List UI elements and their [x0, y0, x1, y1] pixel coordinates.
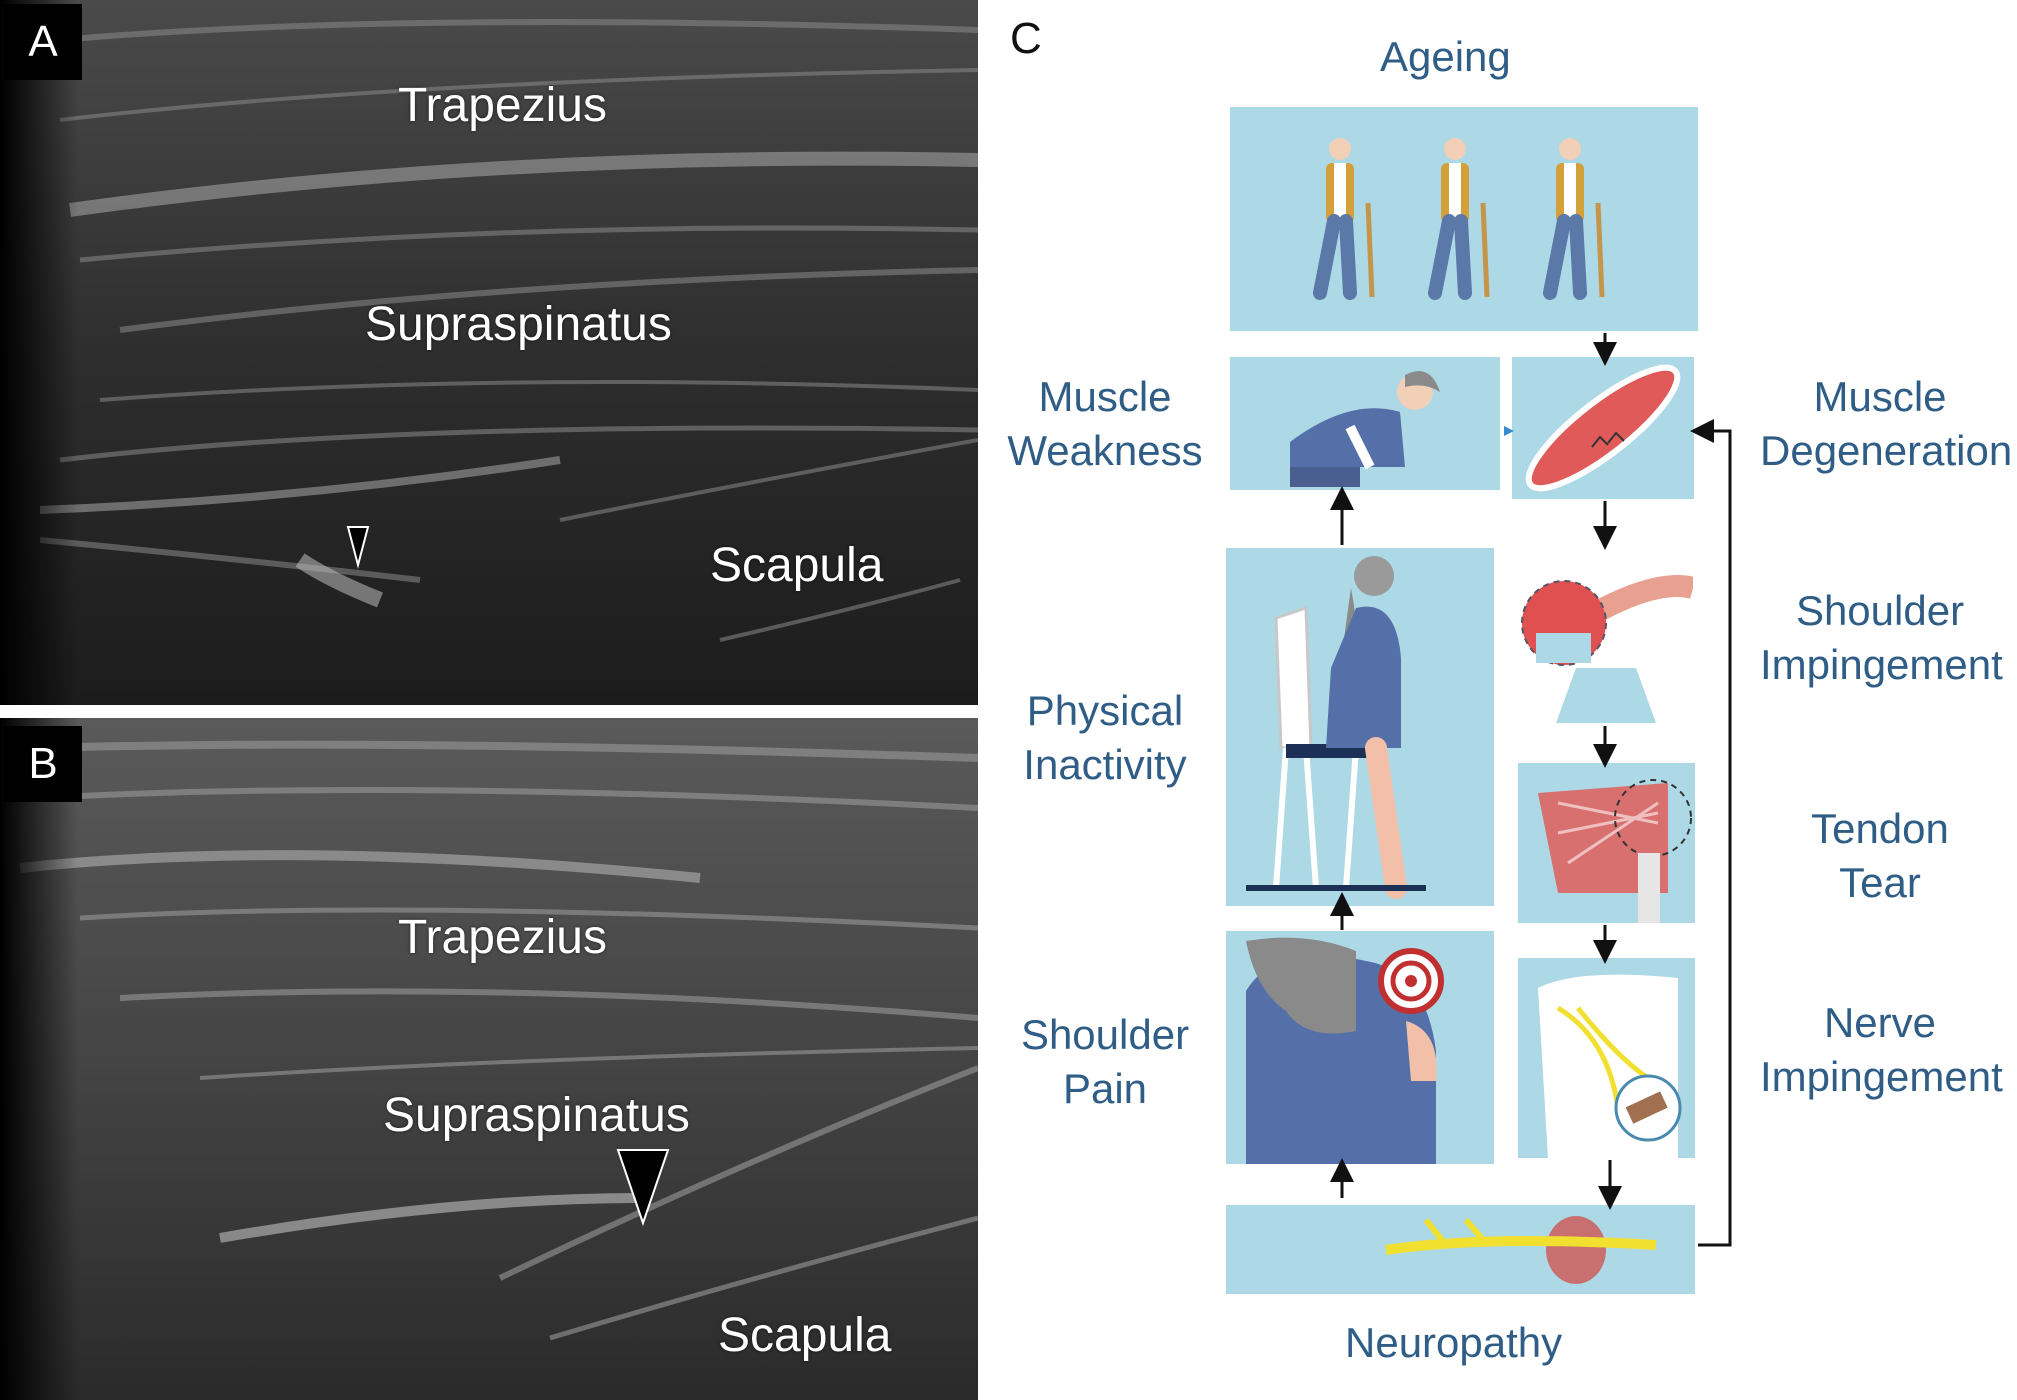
label-ageing: Ageing	[1380, 33, 1511, 80]
label-trapezius-a: Trapezius	[398, 79, 607, 132]
muscle-weakness-illustration	[1230, 357, 1500, 490]
label-nerve-impingement-line-1: Nerve	[1823, 999, 1937, 1046]
label-trapezius-b: Trapezius	[398, 911, 607, 964]
shoulder-impingement-illustration	[1516, 548, 1693, 723]
label-muscle-weakness-line-1: Muscle	[1038, 373, 1172, 420]
label-scapula-b: Scapula	[718, 1309, 892, 1362]
label-scapula-a: Scapula	[710, 539, 884, 592]
shoulder-pain-illustration	[1226, 931, 1494, 1164]
label-supraspinatus-a: Supraspinatus	[365, 298, 672, 351]
label-muscle-degeneration: Muscle Degeneration	[1760, 370, 2013, 478]
pathway-diagram: Ageing Muscle Weakness	[990, 0, 2017, 1400]
label-physical-inactivity: Physical Inactivity	[990, 684, 1220, 792]
label-shoulder-pain-line-1: Shoulder	[1020, 1011, 1190, 1058]
label-muscle-degeneration-line-1: Muscle	[1813, 373, 1947, 420]
label-muscle-degeneration-line-2: Degeneration	[1760, 427, 2013, 474]
label-supraspinatus-b: Supraspinatus	[383, 1089, 690, 1142]
label-muscle-weakness-line-2: Weakness	[1007, 427, 1203, 474]
ultrasound-panel-b: B Trapezius Supraspinatus Scapula	[0, 718, 978, 1400]
physical-inactivity-illustration	[1226, 548, 1494, 906]
muscle-degeneration-illustration	[1512, 357, 1694, 499]
label-shoulder-pain-line-2: Pain	[1062, 1065, 1148, 1112]
label-tendon-tear-line-1: Tendon	[1811, 805, 1949, 852]
arrowhead-marker-b	[616, 1149, 670, 1227]
label-tendon-tear-line-2: Tear	[1839, 859, 1921, 906]
label-shoulder-impingement-line-1: Shoulder	[1795, 587, 1965, 634]
ageing-illustration	[1230, 107, 1698, 331]
label-neuropathy: Neuropathy	[1345, 1319, 1563, 1366]
neuropathy-illustration	[1226, 1205, 1695, 1294]
label-shoulder-impingement: Shoulder Impingement	[1760, 584, 2003, 692]
label-nerve-impingement: Nerve Impingement	[1760, 996, 2003, 1104]
label-shoulder-pain: Shoulder Pain	[990, 1008, 1220, 1116]
label-nerve-impingement-line-2: Impingement	[1760, 1053, 2003, 1100]
nerve-impingement-illustration	[1518, 958, 1695, 1158]
tendon-tear-illustration	[1518, 763, 1695, 923]
label-physical-inactivity-line-1: Physical	[1026, 687, 1184, 734]
ultrasound-image-b	[0, 718, 978, 1400]
panel-label-a: A	[4, 4, 82, 80]
label-physical-inactivity-line-2: Inactivity	[1023, 741, 1187, 788]
label-tendon-tear: Tendon Tear	[1760, 802, 2000, 910]
panel-label-c: C	[1010, 14, 1042, 63]
arrowhead-marker-a	[346, 526, 370, 569]
label-muscle-weakness: Muscle Weakness	[990, 370, 1220, 478]
ultrasound-image-a	[0, 0, 978, 705]
panel-label-b: B	[4, 726, 82, 802]
ultrasound-panel-a: A Trapezius Supraspinatus Scapula	[0, 0, 978, 705]
label-shoulder-impingement-line-2: Impingement	[1760, 641, 2003, 688]
